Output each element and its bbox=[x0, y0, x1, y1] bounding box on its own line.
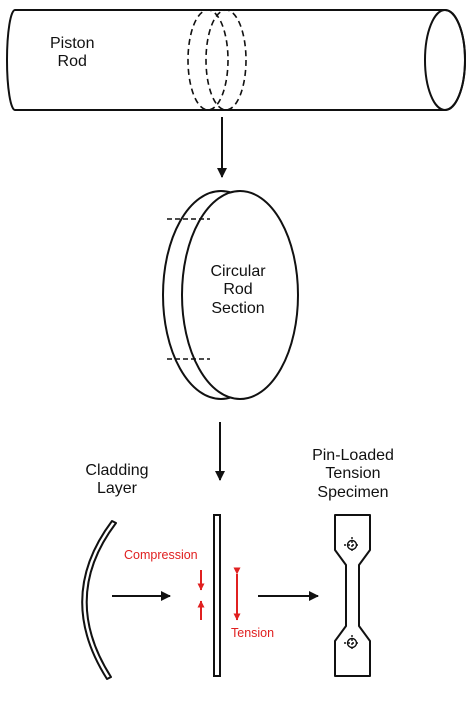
pin-hole-top-icon bbox=[344, 537, 360, 553]
flattened-strip bbox=[213, 514, 221, 677]
cut-plane-outline bbox=[187, 9, 247, 111]
tension-specimen-label-line-3: Specimen bbox=[317, 483, 389, 501]
piston-rod bbox=[6, 9, 466, 111]
piston-rod-label: Piston Rod bbox=[50, 35, 94, 72]
tension-specimen-label-line-1: Pin-Loaded bbox=[312, 447, 394, 464]
cladding-layer-label-line-1: Cladding bbox=[85, 462, 149, 479]
tension-specimen-label: Pin-Loaded Tension Specimen bbox=[297, 447, 409, 502]
piston-rod-label-line-2: Rod bbox=[57, 53, 87, 71]
cladding-layer-label-line-2: Layer bbox=[96, 480, 138, 498]
pin-hole-bottom-icon bbox=[344, 635, 360, 651]
piston-rod-label-line-1: Piston bbox=[50, 35, 95, 52]
rod-section-label-line-2: Rod bbox=[223, 281, 253, 299]
rod-section-label-line-3: Section bbox=[211, 299, 265, 317]
circular-rod-section bbox=[162, 190, 299, 400]
compression-label: Compression bbox=[124, 548, 198, 562]
cladding-layer-label: Cladding Layer bbox=[76, 462, 158, 499]
tension-specimen-label-line-2: Tension bbox=[325, 465, 381, 483]
rod-section-label: Circular Rod Section bbox=[200, 263, 276, 318]
rod-section-label-line-1: Circular bbox=[210, 263, 266, 280]
tension-specimen bbox=[334, 514, 371, 677]
tension-label: Tension bbox=[231, 626, 275, 640]
curved-cladding-layer bbox=[81, 520, 117, 680]
